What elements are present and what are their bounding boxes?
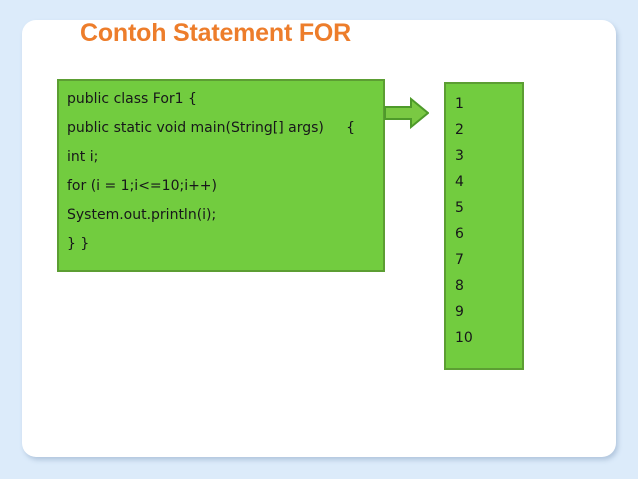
code-line: for (i = 1;i<=10;i++) xyxy=(67,178,218,194)
output-line: 1 xyxy=(455,96,464,112)
code-block: public class For1 { public static void m… xyxy=(57,79,385,272)
page-title: Contoh Statement FOR xyxy=(80,19,351,47)
code-line: System.out.println(i); xyxy=(67,207,217,223)
output-line: 2 xyxy=(455,122,464,138)
output-line: 8 xyxy=(455,278,464,294)
code-line: } } xyxy=(67,236,90,252)
output-block: 1 2 3 4 5 6 7 8 9 10 xyxy=(444,82,524,370)
output-line: 5 xyxy=(455,200,464,216)
right-arrow-icon xyxy=(384,97,429,129)
code-line: public class For1 { xyxy=(67,91,197,107)
code-line: int i; xyxy=(67,149,99,165)
output-line: 9 xyxy=(455,304,464,320)
output-line: 6 xyxy=(455,226,464,242)
output-line: 7 xyxy=(455,252,464,268)
code-line: public static void main(String[] args) { xyxy=(67,120,356,136)
output-line: 10 xyxy=(455,330,473,346)
output-line: 4 xyxy=(455,174,464,190)
output-line: 3 xyxy=(455,148,464,164)
